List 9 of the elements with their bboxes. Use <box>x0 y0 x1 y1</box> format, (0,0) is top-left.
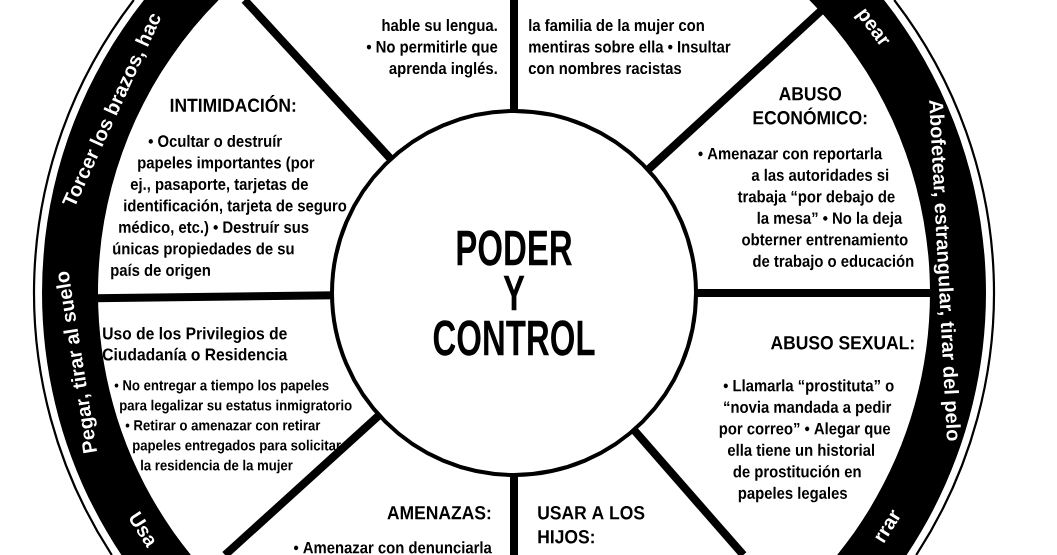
wedge-text: ABUSO ECONÓMICO: • Amenazar con reportarla a las autoridades si trabaja “por debajo de la mesa” • No la deja obterner entrenamiento de trabajo o educación <box>698 87 914 271</box>
rim-text: rrar <box>875 509 900 544</box>
wedge-text: la familia de la mujer con mentiras sobre ella • Insultar con nombres racistas <box>528 19 731 75</box>
rim-text: Pegar, tirar al suelo <box>56 271 97 454</box>
wedge-text: ABUSO SEXUAL: • Llamarla “prostituta” o “novia mandada a pedir por correo” • Alegar que ella tiene un historial de prostitución en papeles legales <box>719 336 914 503</box>
wedge-text: USAR A LOS HIJOS: <box>538 506 645 544</box>
wedge-text: AMENAZAS: • Amenazar con denunciarla <box>293 506 492 554</box>
rim-text: Abofetear, estrangular, tirar del pelo <box>929 100 961 441</box>
wedge-text: hable su lengua. • No permitirle que aprenda inglés. <box>366 19 498 78</box>
